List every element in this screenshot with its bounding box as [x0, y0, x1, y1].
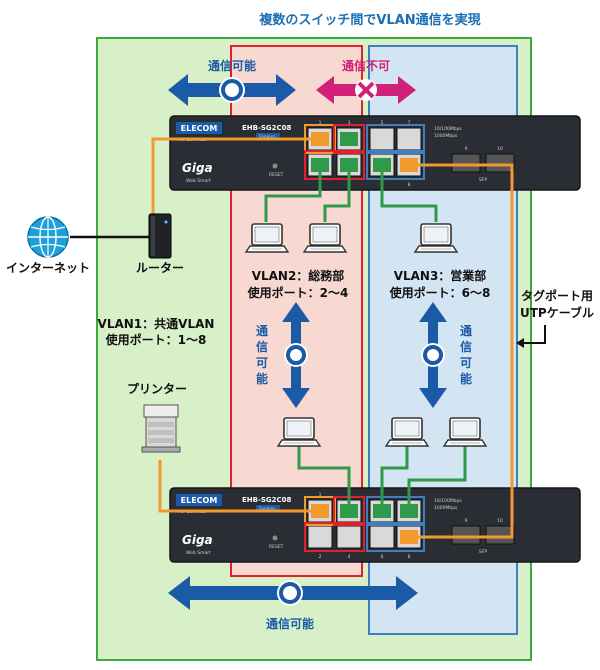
- switch-top-brand: ELECOM: [181, 124, 218, 133]
- vlan3-vertical-label-2: 信: [460, 339, 472, 354]
- switch-bottom-led-1: 10/100Mbps: [434, 498, 462, 504]
- switch-top-series-sub: Web Smart: [186, 178, 211, 184]
- top-arrow-impossible: 通信不可: [316, 58, 416, 104]
- switch-top-port-8: 8: [408, 182, 411, 188]
- switch-top-sfp-label: SFP: [479, 177, 487, 183]
- switch-bottom: ELECOM For Business EHB-SG2C08 Fanless G…: [169, 487, 581, 563]
- label-vlan3-line1: VLAN3：営業部: [394, 268, 487, 283]
- label-vlan1-line1: VLAN1：共通VLAN: [98, 316, 215, 331]
- switch-bottom-led-2: 1000Mbps: [434, 505, 458, 511]
- tag-pointer-arrow: [522, 325, 546, 344]
- vlan3-vertical-label-1: 通: [460, 323, 472, 338]
- vlan2-vertical-label-1: 通: [256, 323, 268, 338]
- label-vlan2-line1: VLAN2：総務部: [252, 268, 345, 283]
- laptop-vlan2-top-right: [303, 223, 347, 253]
- laptop-vlan3-top: [414, 223, 458, 253]
- label-vlan1-line2: 使用ポート：1～8: [105, 332, 207, 347]
- switch-top-sfp-9: 9: [465, 146, 468, 152]
- laptop-vlan2-bottom: [277, 417, 321, 447]
- vlan2-vertical-label-3: 可: [256, 356, 268, 370]
- label-internet: インターネット: [6, 261, 90, 275]
- router-icon: [148, 213, 172, 259]
- switch-bottom-sfp-10: 10: [497, 518, 503, 524]
- vlan2-vertical-label-4: 能: [256, 371, 268, 386]
- vlan2-vertical-label-2: 信: [256, 339, 268, 354]
- label-router: ルーター: [136, 261, 184, 275]
- switch-top-led-1: 10/100Mbps: [434, 126, 462, 132]
- label-printer: プリンター: [127, 381, 187, 396]
- switch-top-port-7: 7: [408, 120, 411, 126]
- switch-top-series: Giga: [182, 161, 213, 175]
- switch-top-port-1: 1: [319, 120, 322, 126]
- internet-globe-icon: [27, 216, 160, 258]
- switch-top-led-2: 1000Mbps: [434, 133, 458, 139]
- orange-cables: [151, 137, 514, 539]
- switch-top-model-sub: Fanless: [259, 134, 276, 140]
- switch-top-sfp-10: 10: [497, 146, 503, 152]
- printer-icon: [141, 404, 181, 453]
- switch-bottom-port-1: 1: [319, 492, 322, 498]
- label-tag-line1: タグポート用: [521, 288, 593, 303]
- switch-top-reset: RESET: [269, 172, 284, 178]
- vlan3-vertical-label-3: 可: [460, 356, 472, 370]
- switch-bottom-port-8: 8: [408, 554, 411, 560]
- switch-bottom-model: EHB-SG2C08: [242, 496, 292, 504]
- switch-top: ELECOM For Business EHB-SG2C08 Fanless G…: [169, 115, 581, 191]
- green-cables: [264, 172, 467, 504]
- laptop-vlan2-top-left: [245, 223, 289, 253]
- top-arrow-possible: 通信可能: [168, 58, 296, 106]
- diagram-title: 複数のスイッチ間でVLAN通信を実現: [258, 12, 480, 28]
- switch-top-model: EHB-SG2C08: [242, 124, 292, 132]
- switch-bottom-brand: ELECOM: [181, 496, 218, 505]
- label-top-possible: 通信可能: [208, 58, 256, 73]
- vlan2-vertical-arrow: [282, 302, 310, 408]
- switch-top-port-5: 5: [381, 120, 384, 126]
- laptop-vlan3-bottom-left: [385, 417, 429, 447]
- vlan3-vertical-label-4: 能: [460, 371, 472, 386]
- switch-bottom-sfp-9: 9: [465, 518, 468, 524]
- switch-bottom-port-2: 2: [319, 554, 322, 560]
- switch-bottom-series-sub: Web Smart: [186, 550, 211, 556]
- switch-bottom-model-sub: Fanless: [259, 506, 276, 512]
- label-top-impossible: 通信不可: [342, 58, 390, 73]
- label-tag-line2: UTPケーブル: [520, 305, 594, 320]
- bottom-arrow-possible: [168, 576, 418, 610]
- label-bottom-possible: 通信可能: [266, 616, 314, 631]
- switch-bottom-sfp-label: SFP: [479, 549, 487, 555]
- switch-bottom-reset: RESET: [269, 544, 284, 550]
- switch-bottom-port-4: 4: [348, 554, 351, 560]
- switch-top-port-3: 3: [348, 120, 351, 126]
- label-vlan3-line2: 使用ポート：6～8: [389, 285, 491, 300]
- switch-bottom-series: Giga: [182, 533, 213, 547]
- switch-bottom-port-6: 6: [381, 554, 384, 560]
- label-vlan2-line2: 使用ポート：2～4: [247, 285, 349, 300]
- laptop-vlan3-bottom-right: [443, 417, 487, 447]
- vlan3-vertical-arrow: [419, 302, 447, 408]
